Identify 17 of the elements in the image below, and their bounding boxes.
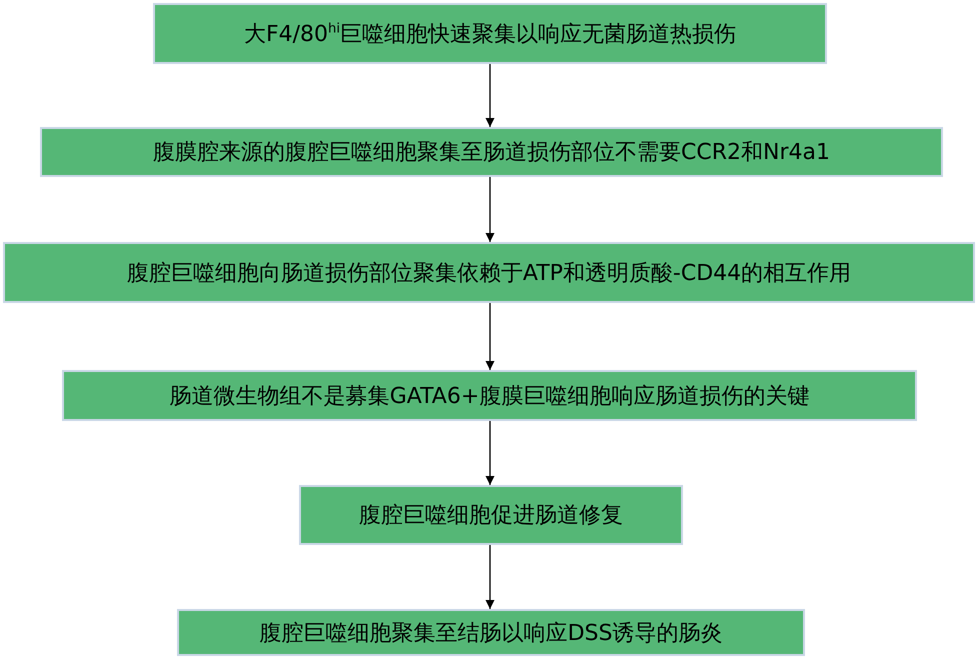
step-text: 肠道微生物组不是募集GATA6+腹膜巨噬细胞响应肠道损伤的关键 (170, 382, 810, 410)
process-box (299, 485, 683, 545)
process-box (177, 609, 805, 656)
process-box (153, 3, 827, 64)
step-text: 腹腔巨噬细胞向肠道损伤部位聚集依赖于ATP和透明质酸-CD44的相互作用 (126, 260, 852, 288)
arrow (486, 545, 494, 609)
process-box (40, 127, 943, 177)
step-text: 腹膜腔来源的腹腔巨噬细胞聚集至肠道损伤部位不需要CCR2和Nr4a1 (153, 139, 830, 167)
arrow (486, 177, 494, 242)
step-text: 大F4/80$^{hi}$巨噬细胞快速聚集以响应无菌肠道热损伤 (244, 20, 736, 48)
arrow (486, 64, 494, 127)
step-text: 腹腔巨噬细胞促进肠道修复 (359, 502, 623, 530)
arrow (486, 303, 494, 370)
process-box (62, 370, 917, 421)
process-box (3, 242, 975, 303)
step-text: 腹腔巨噬细胞聚集至结肠以响应DSS诱导的肠炎 (260, 620, 722, 648)
arrow (486, 421, 494, 485)
